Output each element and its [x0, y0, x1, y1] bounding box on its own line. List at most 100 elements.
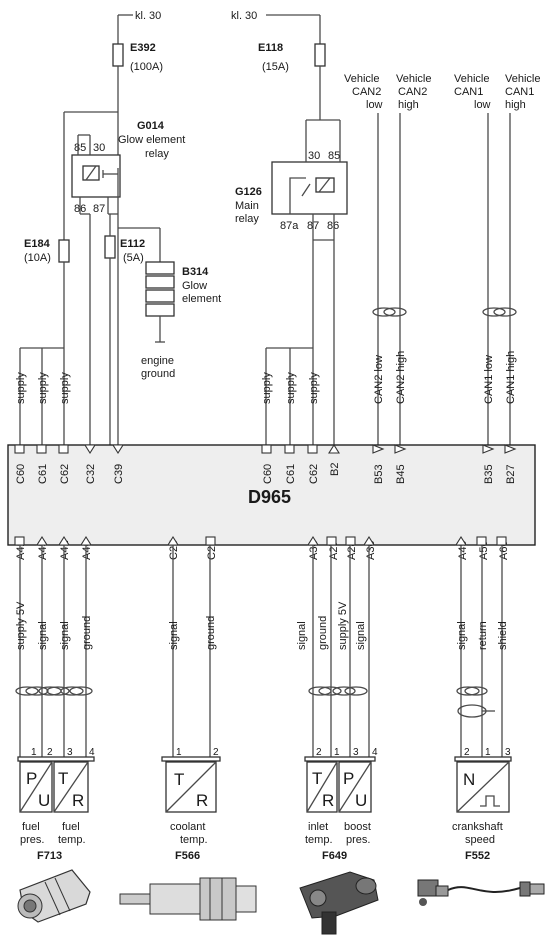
fuse-e184-id: E184	[24, 238, 51, 250]
sensor-symbol: P	[26, 769, 37, 788]
kl30-left-label: kl. 30	[135, 10, 161, 22]
sensor-pin-number: 2	[316, 747, 322, 758]
top-wire-label: CAN1 high	[505, 351, 517, 404]
sensor-caption: inlet	[308, 821, 328, 833]
can1-high-label-3: high	[505, 99, 526, 111]
relay-g014-id: G014	[137, 120, 165, 132]
sensor-caption: boost	[344, 821, 371, 833]
sensor-f552: 2 1 3 N crankshaft speed F552	[452, 747, 512, 862]
ecu-top-pin-label: C61	[285, 464, 297, 484]
sensor-caption: temp.	[180, 834, 208, 846]
fuse-e118-id: E118	[258, 42, 283, 54]
ecu-top-pin-label: B35	[483, 464, 495, 484]
top-wire-label: supply	[308, 372, 320, 404]
relay-g126-pin85: 85	[328, 150, 340, 162]
relay-g126: 30 85 87a 87 86 G126 Main relay	[235, 150, 348, 232]
ecu-top-pin-label: B45	[395, 464, 407, 484]
ecu-top-pins: C60 C61 C62 C32 C39 C60 C61 C62 B2 B53 B…	[14, 443, 517, 484]
fuse-e184: E184 (10A)	[24, 238, 70, 264]
bottom-wire-labels: supply 5V signal signal ground signal gr…	[15, 601, 509, 650]
sensor-pin-number: 1	[176, 747, 182, 758]
sensor-caption: temp.	[58, 834, 86, 846]
can2-high-label-2: CAN2	[398, 86, 427, 98]
fuse-e118-rating: (15A)	[262, 61, 289, 73]
relay-g126-name2: relay	[235, 213, 259, 225]
kl30-left-supply: kl. 30	[117, 10, 161, 44]
glow-element-b314: B314 Glow element engine ground	[118, 227, 221, 380]
can2-high-label-1: Vehicle	[396, 73, 431, 85]
sensor-pin-number: 3	[353, 747, 359, 758]
sensor-pin-number: 2	[213, 747, 219, 758]
can2-high-label-3: high	[398, 99, 419, 111]
sensor-symbol: R	[72, 791, 84, 810]
ecu-top-pin-label: C62	[308, 464, 320, 484]
can2-low-label-2: CAN2	[352, 86, 381, 98]
glow-element-id: B314	[182, 266, 209, 278]
sensor-symbol: R	[322, 791, 334, 810]
sensor-caption: coolant	[170, 821, 205, 833]
sensor-caption: fuel	[22, 821, 40, 833]
glow-element-name1: Glow	[182, 280, 207, 292]
sensor-pin-number: 4	[372, 747, 378, 758]
fuse-e392-rating: (100A)	[130, 61, 163, 73]
bottom-wire-label: ground	[81, 616, 93, 650]
sensor-caption: temp.	[305, 834, 333, 846]
bottom-wire-label: return	[477, 621, 489, 650]
top-wire-label: supply	[37, 372, 49, 404]
bottom-wire-label: supply 5V	[15, 601, 27, 650]
boost-pressure-sensor-illustration	[299, 871, 379, 935]
pulse-icon	[480, 795, 500, 807]
ecu-name: D965	[248, 487, 291, 507]
sensor-id: F552	[465, 850, 490, 862]
can2-low-label-3: low	[366, 99, 383, 111]
bottom-wire-label: shield	[497, 621, 509, 650]
sensor-symbol: R	[196, 791, 208, 810]
top-wire-label: CAN2 high	[395, 351, 407, 404]
fuse-e392: E392 (100A)	[112, 42, 163, 73]
crankshaft-sensor-illustration	[417, 879, 545, 906]
top-wire-label: supply	[15, 372, 27, 404]
relay-g126-pin86: 86	[327, 220, 339, 232]
sensor-caption: speed	[465, 834, 495, 846]
bottom-wire-label: signal	[59, 621, 71, 650]
ecu-top-pin-label: C61	[37, 464, 49, 484]
relay-g126-name1: Main	[235, 200, 259, 212]
fuse-e118: E118 (15A)	[258, 42, 326, 73]
ecu-top-pin-label: C39	[113, 464, 125, 484]
bottom-wire-label: signal	[355, 621, 367, 650]
sensor-id: F713	[37, 850, 62, 862]
relay-g014: 85 30 86 87 G014 Glow element relay	[71, 120, 185, 215]
sensor-pin-number: 1	[485, 747, 491, 758]
ecu-top-pin-label: B53	[373, 464, 385, 484]
top-wire-label: supply	[59, 372, 71, 404]
sensor-caption: crankshaft	[452, 821, 503, 833]
ecu-top-pin-label: C62	[59, 464, 71, 484]
ecu-top-pin-label: C32	[85, 464, 97, 484]
top-wire-label: CAN1 low	[483, 355, 495, 404]
sensor-symbol: T	[58, 769, 68, 788]
bottom-wire-label: supply 5V	[337, 601, 349, 650]
bottom-wire-label: signal	[168, 621, 180, 650]
bottom-wire-label: signal	[456, 621, 468, 650]
bottom-wires	[15, 545, 503, 757]
coolant-temp-sensor-illustration	[119, 877, 257, 921]
ecu-d965: D965	[7, 444, 536, 546]
bottom-wire-label: ground	[205, 616, 217, 650]
sensor-f713: 1 2 3 4 P U T R fuel pres. fuel temp. F7…	[17, 747, 95, 862]
sensor-symbol: T	[312, 769, 322, 788]
ecu-top-pin-label: B2	[329, 463, 341, 476]
sensor-pin-number: 2	[464, 747, 470, 758]
fuse-e392-id: E392	[130, 42, 156, 54]
ecu-top-pin-label: C60	[15, 464, 27, 484]
top-wire-label: supply	[285, 372, 297, 404]
sensor-caption: fuel	[62, 821, 80, 833]
kl30-right-label: kl. 30	[231, 10, 257, 22]
fuse-e112-rating: (5A)	[123, 252, 144, 264]
sensor-pin-number: 1	[31, 747, 37, 758]
can1-low-label-2: CAN1	[454, 86, 483, 98]
relay-g126-id: G126	[235, 186, 262, 198]
sensor-caption: pres.	[346, 834, 370, 846]
can1-high-label-1: Vehicle	[505, 73, 540, 85]
bottom-wire-label: signal	[296, 621, 308, 650]
